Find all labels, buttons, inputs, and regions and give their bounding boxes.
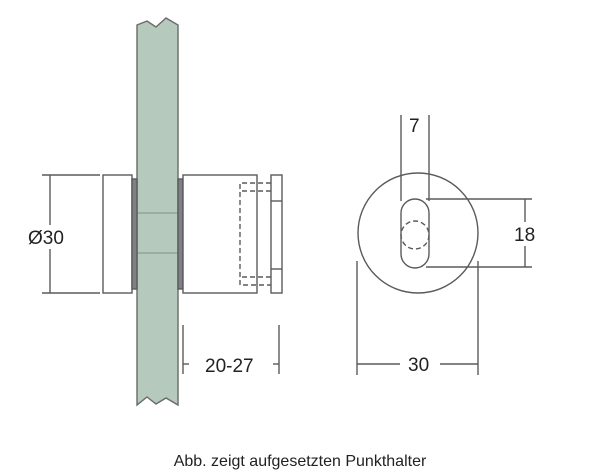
front-view (356, 115, 532, 375)
glass-pane (136, 17, 179, 407)
slot-length-label: 18 (514, 225, 535, 246)
thickness-dimension (182, 325, 280, 374)
glass-thickness-label: 20-27 (205, 356, 254, 377)
outer-disc (357, 172, 479, 294)
slot (400, 198, 430, 269)
right-gasket (177, 178, 184, 290)
outer-diameter-label: 30 (408, 355, 429, 376)
outer-diameter-dimension (356, 261, 479, 375)
left-cap (102, 174, 133, 294)
hidden-bolt-circle (400, 220, 430, 250)
caption: Abb. zeigt aufgesetzten Punkthalter (174, 453, 427, 470)
slot-width-dimension (400, 115, 430, 201)
slot-length-dimension (426, 198, 532, 268)
side-view (42, 17, 283, 407)
hidden-bolt-outline (239, 182, 271, 286)
left-gasket (131, 178, 138, 290)
cover-plate (270, 174, 283, 294)
slot-width-label: 7 (409, 116, 420, 137)
right-body (182, 174, 258, 294)
diameter-label: Ø30 (28, 228, 64, 249)
